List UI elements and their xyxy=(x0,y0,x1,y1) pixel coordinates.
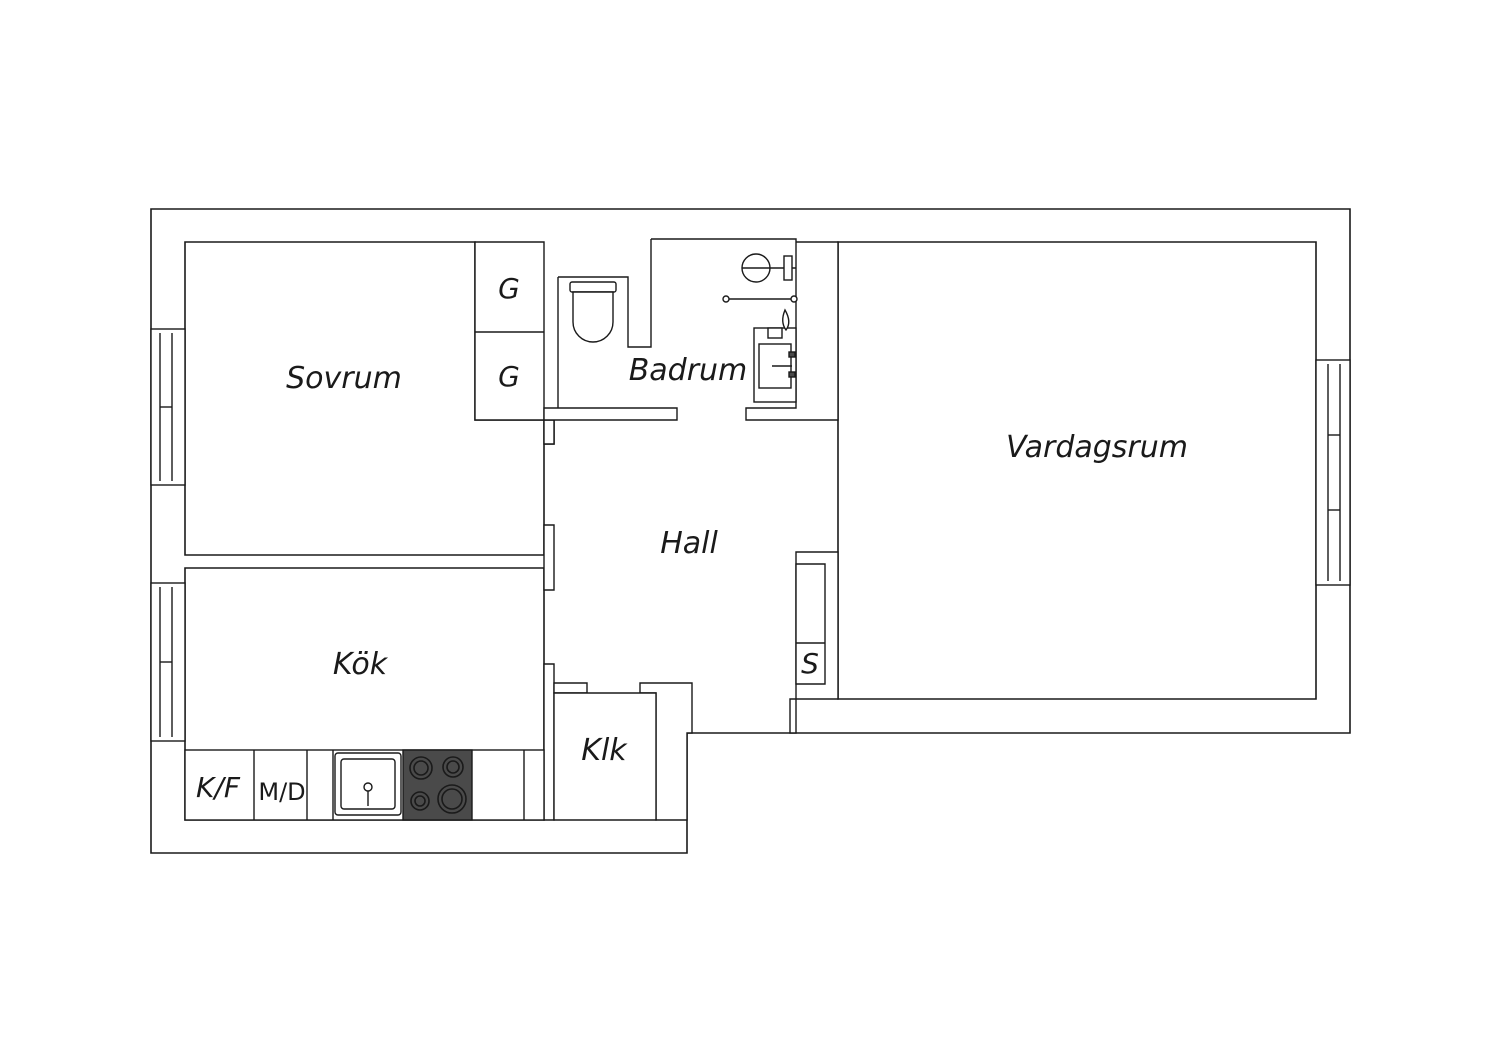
window-vardagsrum xyxy=(1315,359,1351,586)
label-hall: Hall xyxy=(660,526,718,561)
window-sovrum xyxy=(150,328,186,486)
label-wardrobe-2: G xyxy=(498,360,520,393)
label-badrum: Badrum xyxy=(629,353,748,388)
hall-walls xyxy=(474,238,839,821)
label-storage: S xyxy=(801,647,819,680)
labels: Sovrum Badrum Vardagsrum Hall Kök Klk G … xyxy=(196,272,1188,806)
toilet-icon xyxy=(569,281,617,343)
window-kok xyxy=(150,582,186,742)
kitchen-sink-icon xyxy=(334,752,402,816)
label-wardrobe-1: G xyxy=(498,272,520,305)
room-vardagsrum-area xyxy=(837,241,1317,700)
klk-area xyxy=(553,692,657,821)
stove-icon xyxy=(402,749,473,821)
label-klk: Klk xyxy=(581,733,628,768)
storage-cabinet xyxy=(795,563,826,685)
bathroom-fixtures xyxy=(569,253,798,403)
shower-icon xyxy=(722,253,798,303)
label-microwave-dishwasher: M/D xyxy=(258,778,305,806)
label-kok: Kök xyxy=(333,647,389,682)
windows xyxy=(150,328,1351,742)
wardrobe-block xyxy=(474,241,545,421)
kitchen-counter xyxy=(184,749,545,821)
label-vardagsrum: Vardagsrum xyxy=(1006,430,1188,465)
sink-icon xyxy=(753,308,797,403)
label-sovrum: Sovrum xyxy=(286,361,402,396)
label-fridge-freezer: K/F xyxy=(196,771,241,804)
